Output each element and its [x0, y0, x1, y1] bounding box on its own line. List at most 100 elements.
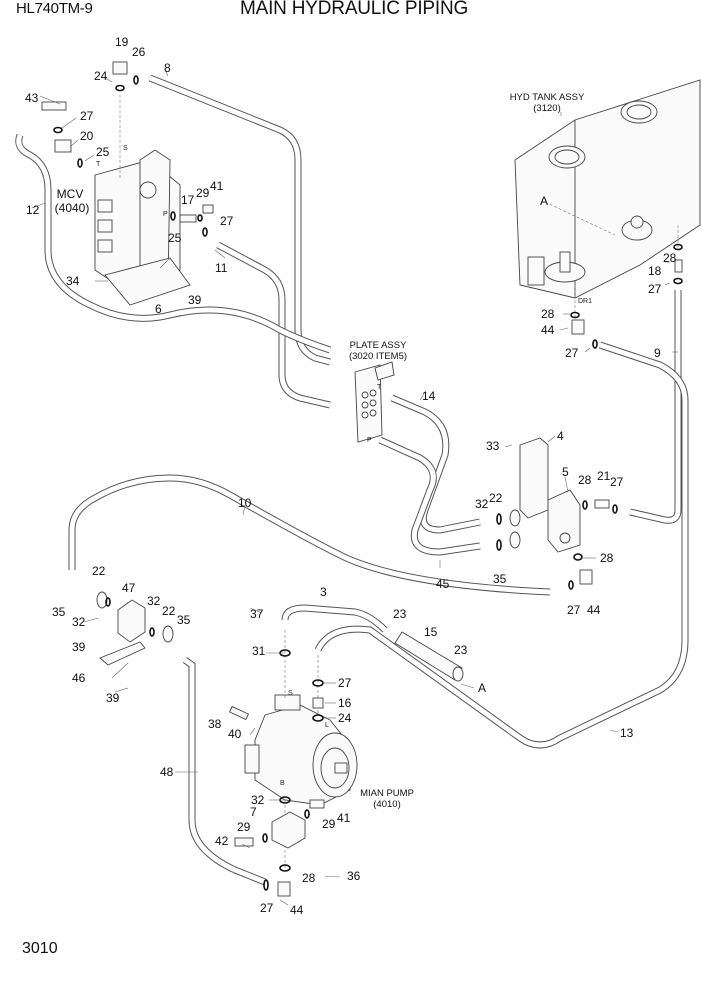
callout: 31	[252, 644, 266, 658]
callout: 16	[338, 696, 352, 710]
callout: 23	[454, 643, 468, 657]
callout: 37	[250, 607, 264, 621]
callout: 29	[322, 817, 336, 831]
callout: 43	[25, 91, 39, 105]
fittings	[41, 61, 683, 897]
elbow-20	[54, 139, 72, 153]
elbow-44-mid	[579, 569, 593, 585]
callout: 45	[436, 577, 450, 591]
port-b-pump: B	[280, 780, 285, 787]
mcv-code: (4040)	[55, 201, 90, 215]
page-title: MAIN HYDRAULIC PIPING	[240, 0, 469, 19]
hose-9	[629, 290, 682, 524]
plate-assy[interactable]	[354, 361, 395, 443]
callout: 22	[489, 491, 503, 505]
tee-43	[41, 101, 67, 111]
callout: 24	[94, 69, 108, 83]
main-pump-label: MIAN PUMP	[360, 788, 414, 799]
sensor-42	[234, 837, 254, 847]
callout: 32	[147, 594, 161, 608]
hose-12	[15, 133, 332, 354]
callout: 29	[196, 186, 210, 200]
callout: 25	[96, 145, 110, 159]
callout: 27	[610, 475, 624, 489]
port-a-tank: A	[540, 194, 548, 208]
callout: 35	[493, 572, 507, 586]
block-7[interactable]	[271, 811, 306, 849]
callout: 39	[72, 640, 86, 654]
hose-14	[390, 394, 481, 534]
callout: 7	[250, 805, 257, 819]
callout: 28	[600, 551, 614, 565]
port-a-pipe: A	[478, 681, 486, 695]
sensor-41-pump	[309, 799, 325, 809]
flange-22-left	[96, 591, 108, 609]
flanges-22	[509, 509, 521, 549]
callout: 19	[115, 35, 129, 49]
callout: 44	[541, 323, 555, 337]
callout: 41	[337, 811, 351, 825]
callout: 26	[132, 45, 146, 59]
callouts: 19 26 24 8 43 27 20 25 12 17 29 41 27 25…	[25, 35, 677, 917]
mcv-label: MCV	[57, 187, 84, 201]
callout: 8	[164, 61, 171, 75]
port-t-mcv: T	[96, 161, 101, 168]
port-l-pump: L	[325, 722, 329, 729]
mcv-valve[interactable]	[94, 149, 191, 306]
hyd-tank[interactable]	[514, 79, 701, 299]
bracket-4[interactable]	[519, 437, 549, 519]
callout: 36	[347, 869, 361, 883]
callout: 38	[208, 717, 222, 731]
callout: 27	[338, 676, 352, 690]
flange-22-right	[162, 625, 174, 643]
callout: 40	[228, 727, 242, 741]
callout: 22	[92, 564, 106, 578]
main-pump[interactable]	[244, 694, 358, 806]
callout: 17	[181, 193, 195, 207]
block-5[interactable]	[547, 489, 581, 553]
adapter-18	[674, 259, 683, 273]
callout: 27	[648, 282, 662, 296]
callout: 39	[106, 691, 120, 705]
hoses	[15, 74, 689, 886]
pipe-15[interactable]	[394, 631, 464, 682]
hose-8	[148, 74, 331, 366]
plate-46[interactable]	[99, 641, 146, 666]
callout: 11	[215, 261, 228, 275]
port-s-pump: S	[288, 690, 293, 697]
main-pump-code: (4010)	[373, 799, 400, 810]
hose-48	[182, 657, 267, 886]
block-47[interactable]	[117, 599, 146, 643]
callout: 35	[52, 605, 66, 619]
callout: 10	[238, 496, 252, 510]
callout: 28	[541, 307, 555, 321]
callout: 44	[587, 603, 601, 617]
o-rings	[53, 75, 683, 891]
callout: 20	[80, 129, 94, 143]
callout: 28	[663, 251, 677, 265]
callout: 23	[393, 607, 407, 621]
pipe-3	[281, 604, 388, 633]
callout: 28	[578, 473, 592, 487]
port-p-plate: P	[367, 437, 372, 444]
page-number: 3010	[22, 940, 58, 957]
callout: 35	[177, 613, 191, 627]
callout: 14	[422, 389, 436, 403]
pipe-10	[68, 474, 551, 596]
callout: 5	[562, 465, 569, 479]
callout: 34	[66, 274, 80, 288]
plate-assy-label: PLATE ASSY	[350, 340, 408, 351]
callout: 27	[567, 603, 581, 617]
callout: 12	[26, 203, 40, 217]
hose-11	[216, 241, 331, 409]
callout: 41	[210, 179, 224, 193]
bolt-38	[228, 705, 250, 721]
elbow-21	[594, 499, 610, 509]
port-t-plate: T	[377, 384, 382, 391]
callout: 6	[155, 302, 162, 316]
callout: 32	[72, 615, 86, 629]
callout: 28	[302, 871, 316, 885]
elbow-44-tank	[571, 319, 585, 335]
callout: 25	[168, 231, 182, 245]
callout: 27	[260, 901, 274, 915]
